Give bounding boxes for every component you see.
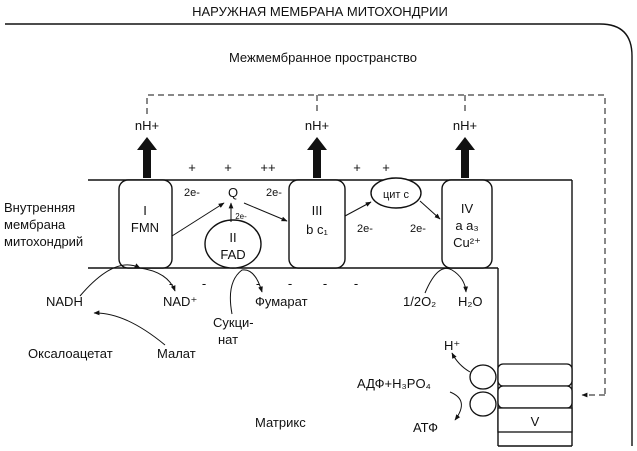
oxaloacetate-label: Оксалоацетат <box>28 346 113 361</box>
plus-sign: + <box>382 160 390 175</box>
plus-sign: ++ <box>260 160 275 175</box>
complex-III <box>288 179 346 269</box>
complex-I-number: I <box>143 203 147 218</box>
minus-sign: - <box>288 276 292 291</box>
inner-membrane-label-1: Внутренняя <box>4 200 75 215</box>
succinate-to-fumarate-arrow <box>229 269 263 315</box>
electron-arrow-I-Q <box>171 202 225 237</box>
minus-sign: - <box>323 276 327 291</box>
outer-membrane-line <box>5 23 633 446</box>
complex-II <box>204 219 262 269</box>
plus-sign: + <box>188 160 196 175</box>
outer-membrane-title: НАРУЖНАЯ МЕМБРАНА МИТОХОНДРИИ <box>192 4 448 19</box>
complex-V-label: V <box>531 414 540 429</box>
plus-sign: + <box>353 160 361 175</box>
electron-label: 2e- <box>235 212 247 221</box>
complex-III-number: III <box>312 203 323 218</box>
cytochrome-c-label: цит с <box>383 189 410 201</box>
electron-arrow-Q-III <box>243 202 288 222</box>
atp-synthase-stalk-top <box>497 363 573 387</box>
proton-out-label: H⁺ <box>444 338 460 353</box>
proton-pump-III: nH+ <box>305 118 329 178</box>
minus-sign: - <box>202 276 206 291</box>
inner-membrane-label-3: митохондрий <box>4 234 83 249</box>
succinate-label-1: Сукци- <box>213 315 254 330</box>
inner-membrane-label-2: мембрана <box>4 217 66 232</box>
oxygen-label: 1/2O₂ <box>403 294 436 309</box>
minus-sign: - <box>256 276 260 291</box>
complex-III-bc1: b c₁ <box>306 222 328 237</box>
fumarate-label: Фумарат <box>255 294 308 309</box>
proton-exit-arrow <box>451 352 471 373</box>
atp-synthase-stalk-bottom <box>497 385 573 409</box>
proton-label-III: nH+ <box>305 118 329 133</box>
atp-synthase-head-top <box>469 364 497 390</box>
cytochrome-c <box>370 177 422 209</box>
malate-label: Малат <box>157 346 196 361</box>
intermembrane-space-label: Межмембранное пространство <box>229 50 417 65</box>
electron-label: 2e- <box>357 223 373 235</box>
malate-to-oxaloacetate-arrow <box>93 310 166 346</box>
proton-label-I: nH+ <box>135 118 159 133</box>
matrix-label: Матрикс <box>255 415 306 430</box>
atp-synthase-head-bottom <box>469 391 497 417</box>
atp-synthase-base <box>497 407 573 433</box>
adp-pi-label: АДФ+H₃PO₄ <box>357 376 431 391</box>
proton-pump-IV: nH+ <box>453 118 477 178</box>
nadh-to-I-arrow <box>79 263 141 297</box>
succinate-label-2: нат <box>218 332 238 347</box>
I-to-nad-arrow <box>139 267 176 292</box>
oxygen-to-water-arrow <box>424 267 469 294</box>
adp-to-atp-arrow <box>449 391 462 421</box>
plus-sign: + <box>224 160 232 175</box>
electron-label: 2e- <box>410 223 426 235</box>
complex-IV-number: IV <box>461 201 474 216</box>
minus-sign: - <box>354 276 358 291</box>
complex-I-fmn: FMN <box>131 220 159 235</box>
complex-IV <box>441 179 493 269</box>
proton-pump-I: nH+ <box>135 118 159 178</box>
nadh-label: NADH <box>46 294 83 309</box>
electron-label: 2e- <box>266 187 282 199</box>
complex-II-number: II <box>229 230 236 245</box>
complex-I <box>118 179 173 269</box>
electron-arrow-III-cytc <box>344 201 372 217</box>
nad-label: NAD⁺ <box>163 294 197 309</box>
complex-IV-aa3: a a₃ <box>455 218 478 233</box>
electron-arrow-cytc-IV <box>419 200 441 220</box>
electron-label: 2e- <box>184 187 200 199</box>
quinone-label: Q <box>228 185 238 200</box>
atp-label: АТФ <box>413 420 438 435</box>
water-label: H₂O <box>458 294 483 309</box>
complex-IV-cu: Cu²⁺ <box>453 235 481 250</box>
complex-II-fad: FAD <box>220 247 245 262</box>
proton-label-IV: nH+ <box>453 118 477 133</box>
